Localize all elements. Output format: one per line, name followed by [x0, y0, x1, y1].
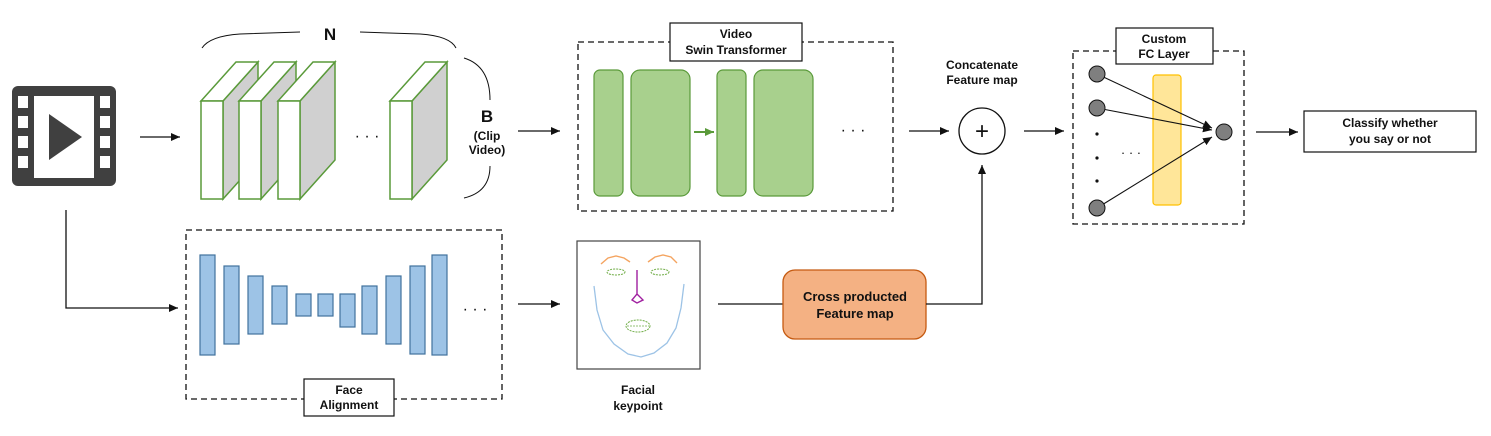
fc-dot [1095, 156, 1099, 160]
face-alignment-title-box [303, 378, 395, 417]
fc-dot [1095, 179, 1099, 183]
fc-connections [1096, 73, 1213, 209]
classify-label-2: you say or not [1349, 132, 1431, 146]
encoder-bar [295, 293, 312, 317]
encoder-bar [385, 275, 402, 345]
facial-keypoint-label-1: Facial [621, 383, 655, 397]
swin-block [753, 69, 814, 197]
arrow-video-to-face-alignment [65, 210, 178, 312]
concat-label-2: Feature map [946, 73, 1017, 87]
b-sub-label-1: (Clip [474, 129, 501, 143]
fc-input-node [1088, 65, 1106, 83]
swin-transformer-title-box [669, 22, 803, 62]
encoder-bar [317, 293, 334, 317]
cross-product-label-1: Cross producted [803, 289, 907, 304]
n-label: N [324, 25, 336, 44]
swin-ellipsis: · · · [841, 122, 866, 139]
encoder-bar [339, 293, 356, 328]
n-brace [201, 31, 457, 49]
plus-circle-icon: + [958, 107, 1006, 155]
swin-title-1: Video [720, 27, 752, 41]
encoder-bar [361, 285, 378, 335]
cross-product-box [782, 269, 927, 340]
b-sub-label-2: Video) [469, 143, 505, 157]
face-alignment-title-2: Alignment [320, 398, 379, 412]
concat-label-1: Concatenate [946, 58, 1018, 72]
face-alignment-title-1: Face [335, 383, 363, 397]
arrow-cross-product-to-concat [926, 165, 986, 305]
frame-slab [276, 60, 337, 201]
video-film-icon [12, 86, 116, 186]
encoder-bar [247, 275, 264, 335]
fc-output-node [1215, 123, 1233, 141]
svg-text:+: + [975, 118, 989, 145]
swin-title-2: Swin Transformer [685, 43, 787, 57]
classify-label-1: Classify whether [1342, 116, 1438, 130]
frame-slab [388, 60, 449, 201]
encoder-bar [199, 254, 216, 356]
encoder-bar [271, 285, 288, 325]
b-brace [463, 57, 491, 199]
swin-block [716, 69, 747, 197]
fc-input-node [1088, 199, 1106, 217]
encoder-bar [223, 265, 240, 345]
swin-transformer-box [577, 41, 894, 212]
b-label: B [481, 107, 493, 126]
fc-input-node [1088, 99, 1106, 117]
encoder-bar [431, 254, 448, 356]
swin-block [630, 69, 691, 197]
fc-title-2: FC Layer [1138, 47, 1190, 61]
cross-product-label-2: Feature map [816, 306, 893, 321]
facial-keypoint-label-2: keypoint [613, 399, 662, 413]
face-alignment-encoder [199, 254, 448, 356]
fc-title-1: Custom [1142, 32, 1187, 46]
fc-ellipsis: · · · [1121, 145, 1141, 160]
clip-frames: · · · [199, 60, 449, 201]
swin-block [593, 69, 624, 197]
frames-ellipsis: · · · [355, 128, 380, 145]
face-alignment-ellipsis: · · · [463, 301, 488, 318]
facial-keypoint-icon [576, 240, 701, 370]
fc-layer-title-box [1115, 27, 1214, 65]
fc-weight-bar [1152, 74, 1182, 206]
fc-dot [1095, 132, 1099, 136]
classify-output-box [1303, 110, 1477, 153]
encoder-bar [409, 265, 426, 355]
